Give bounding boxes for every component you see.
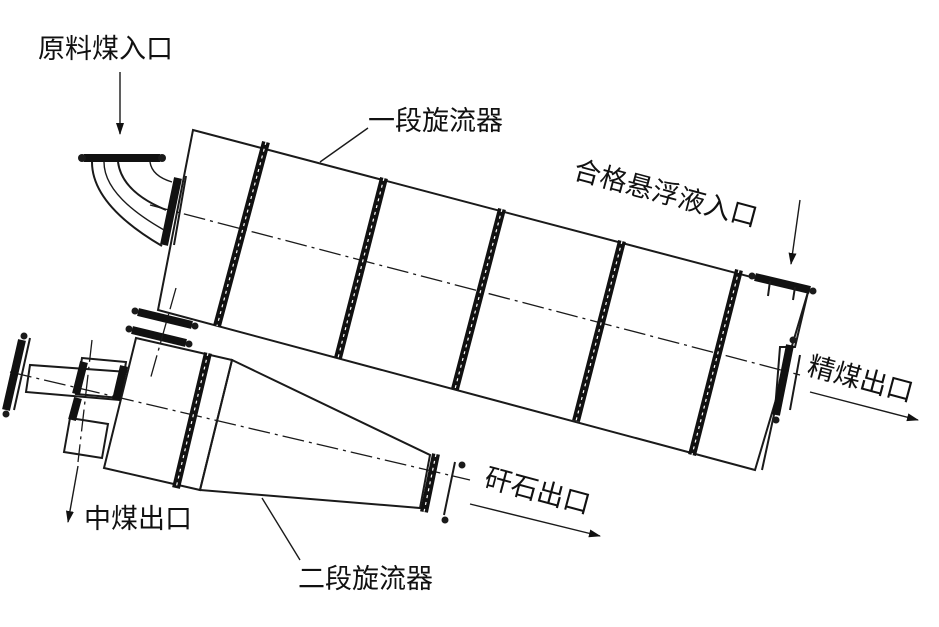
raw-coal-inlet-pipe [78, 154, 173, 247]
middling-outlet-arrow [65, 465, 79, 523]
medium-inlet-label: 合格悬浮液入口 [570, 155, 761, 234]
stage1-leader [319, 127, 369, 163]
raw-coal-inlet-label: 原料煤入口 [38, 34, 173, 65]
clean-coal-outlet-label: 精煤出口 [804, 351, 916, 409]
middling-outlet-label: 中煤出口 [84, 504, 192, 535]
stage1-ring-flanges [213, 140, 743, 456]
gangue-outlet-label: 矸石出口 [481, 463, 593, 521]
stage1-cyclone-body [149, 128, 810, 472]
leader-lines [261, 127, 369, 561]
stage1-left-end [160, 175, 187, 246]
medium-inlet-pipe [748, 272, 817, 301]
connecting-pipe [125, 287, 199, 381]
clean-coal-outlet-pipe [761, 291, 809, 471]
flow-arrows [65, 72, 919, 538]
medium-inlet-arrow [788, 199, 801, 265]
stage2-ring-flanges [172, 352, 466, 524]
stage2-leader [261, 497, 301, 561]
stage2-cyclone-body [9, 336, 471, 510]
gangue-outlet-arrow [469, 503, 601, 538]
middling-outlet-pipe [2, 332, 129, 463]
clean-coal-outlet-arrow [809, 391, 919, 422]
stage2-cyclone-label: 二段旋流器 [298, 564, 433, 595]
stage1-cyclone-label: 一段旋流器 [368, 106, 503, 137]
